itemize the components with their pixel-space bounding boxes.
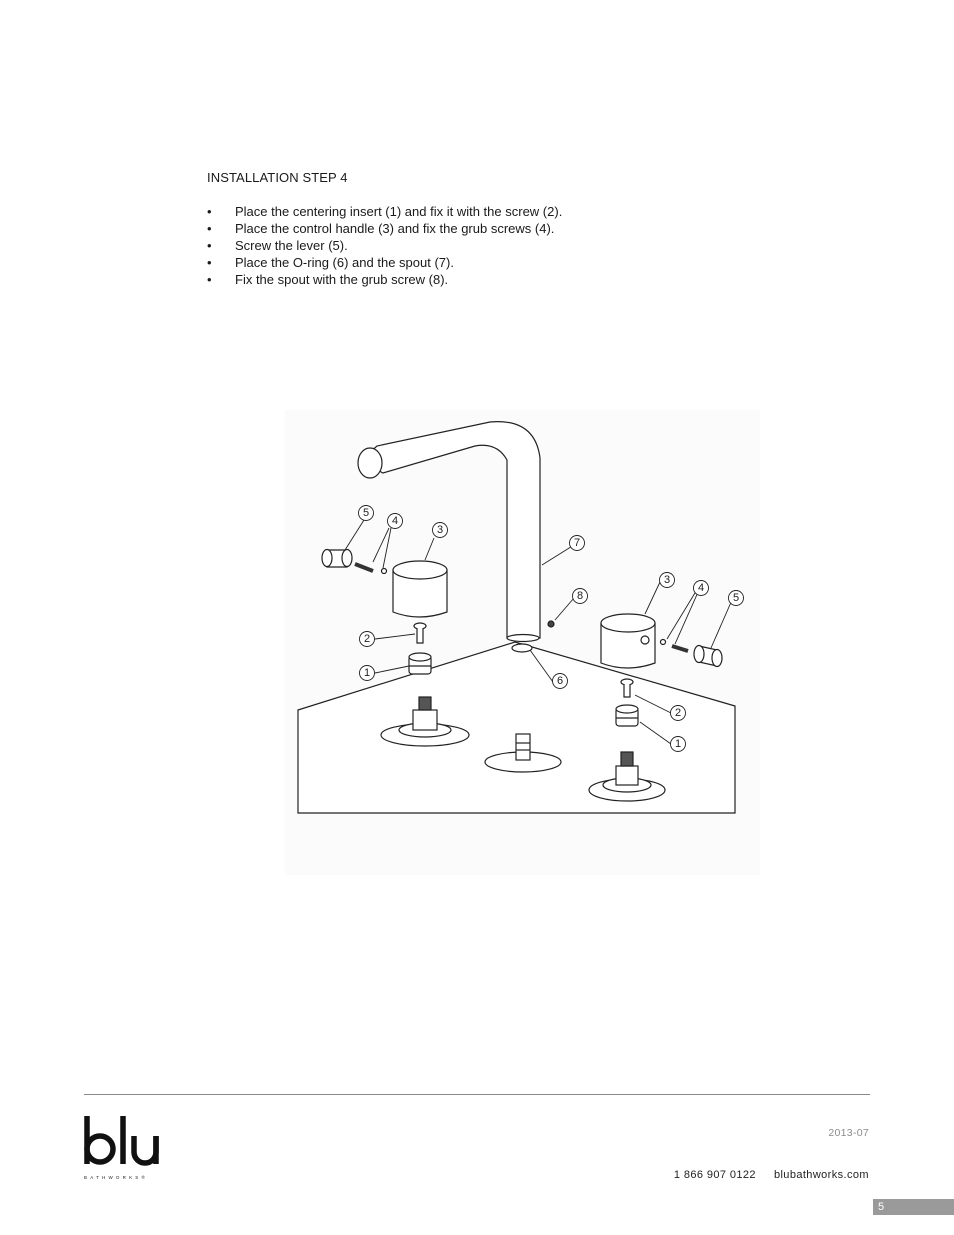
bullet: • xyxy=(207,204,212,219)
page-number-tab: 5 xyxy=(873,1199,954,1215)
instruction-text: Fix the spout with the grub screw (8). xyxy=(235,272,449,287)
callout-left-2: 2 xyxy=(364,633,370,645)
left-handle xyxy=(392,560,448,618)
instruction-item: • Screw the lever (5). xyxy=(207,237,562,254)
callout-circles xyxy=(358,505,744,752)
bullet: • xyxy=(207,221,212,236)
instruction-text: Place the O-ring (6) and the spout (7). xyxy=(235,255,454,270)
callout-left-1: 1 xyxy=(364,667,370,679)
callout-right-5: 5 xyxy=(733,592,739,604)
left-valve-base xyxy=(380,696,470,747)
left-centering-insert xyxy=(408,652,432,675)
step-title: INSTALLATION STEP 4 xyxy=(207,170,348,185)
instruction-list: • Place the centering insert (1) and fix … xyxy=(207,203,562,288)
callout-right-3: 3 xyxy=(664,574,670,586)
instruction-item: • Place the control handle (3) and fix th… xyxy=(207,220,562,237)
callout-left-4: 4 xyxy=(392,515,398,527)
phone-number: 1 866 907 0122 xyxy=(673,1169,756,1181)
left-screw xyxy=(413,622,427,644)
instruction-item: • Place the O-ring (6) and the spout (7). xyxy=(207,254,562,271)
callout-oring-6: 6 xyxy=(557,675,563,687)
instruction-item: • Fix the spout with the grub screw (8). xyxy=(207,271,562,288)
website-link[interactable]: blubathworks.com xyxy=(773,1169,869,1181)
right-lever xyxy=(693,644,723,668)
diagram-svg: 5 4 3 7 8 6 3 4 5 2 1 2 1 xyxy=(297,421,744,814)
callout-spout-7: 7 xyxy=(574,537,580,549)
callout-left-3: 3 xyxy=(437,524,443,536)
faucet-exploded-diagram: 5 4 3 7 8 6 3 4 5 2 1 2 1 xyxy=(285,410,760,875)
callout-right-1: 1 xyxy=(675,738,681,750)
blu-logo xyxy=(84,1116,159,1166)
footer-divider xyxy=(84,1094,870,1095)
right-handle xyxy=(600,613,656,669)
spout xyxy=(357,421,541,643)
bullet: • xyxy=(207,255,212,270)
logo-subtext: BATHWORKS® xyxy=(84,1175,148,1180)
right-grub-screw xyxy=(659,638,689,653)
right-centering-insert xyxy=(615,704,639,727)
callout-left-5: 5 xyxy=(363,507,369,519)
left-lever xyxy=(321,548,353,568)
callout-right-4: 4 xyxy=(698,582,704,594)
instruction-text: Screw the lever (5). xyxy=(235,238,348,253)
right-valve-base xyxy=(588,751,666,802)
leader-lines xyxy=(344,519,733,745)
document-date: 2013-07 xyxy=(828,1127,869,1139)
right-screw xyxy=(620,678,634,698)
page-number: 5 xyxy=(878,1201,885,1213)
bullet: • xyxy=(207,238,212,253)
contact-info: 1 866 907 0122 blubathworks.com xyxy=(674,1169,869,1181)
instruction-text: Place the control handle (3) and fix the… xyxy=(235,221,555,236)
left-grub-screw xyxy=(354,562,388,575)
callout-right-2: 2 xyxy=(675,707,681,719)
instruction-item: • Place the centering insert (1) and fix … xyxy=(207,203,562,220)
callout-grub-8: 8 xyxy=(577,590,583,602)
callout-numbers: 5 4 3 7 8 6 3 4 5 2 1 2 1 xyxy=(363,507,739,750)
o-ring xyxy=(511,643,533,653)
spout-grub-screw xyxy=(547,620,555,628)
bullet: • xyxy=(207,272,212,287)
instruction-text: Place the centering insert (1) and fix i… xyxy=(235,204,563,219)
center-spout-base xyxy=(484,733,562,773)
